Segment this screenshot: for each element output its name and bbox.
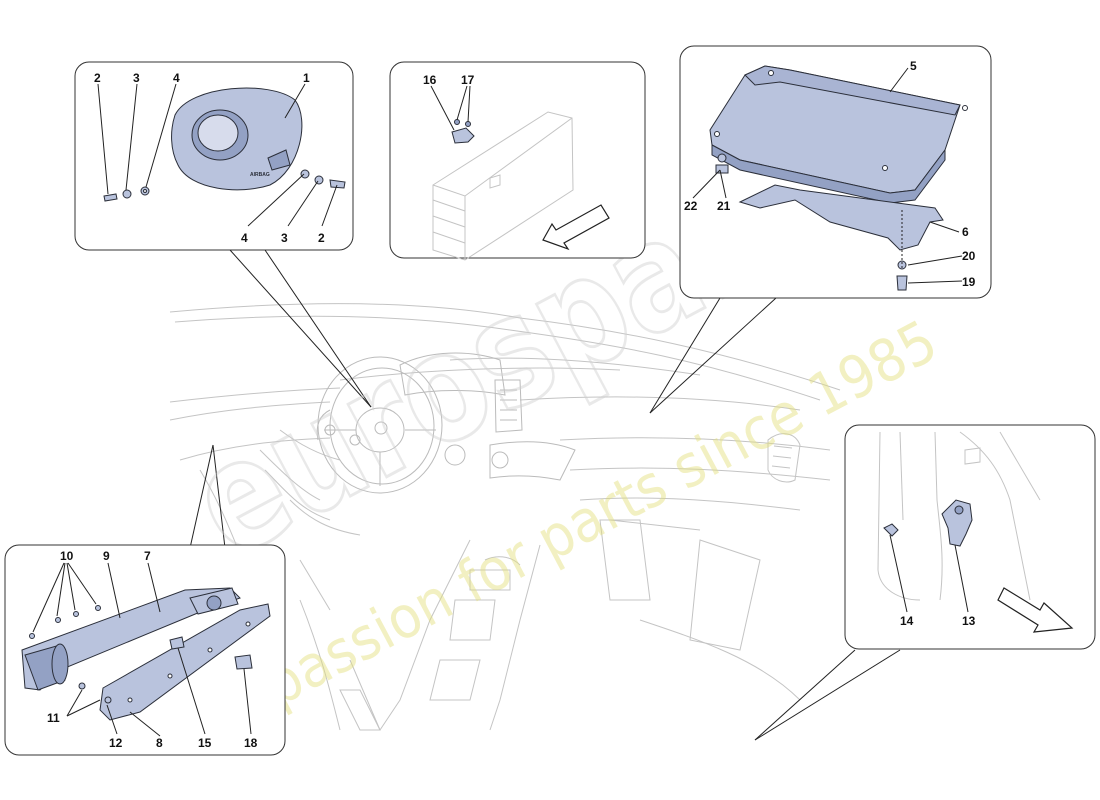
callout-17: 17 xyxy=(461,73,475,87)
panel-side-sensor: 14 13 xyxy=(844,424,1096,650)
panel-passenger-airbag: 5 22 21 6 20 19 xyxy=(679,45,992,299)
callout-3-right: 3 xyxy=(281,231,288,245)
side-impact-sensor xyxy=(941,499,973,547)
callout-13: 13 xyxy=(962,614,976,628)
callout-11: 11 xyxy=(47,711,60,725)
direction-arrow-icon-2 xyxy=(997,587,1074,633)
direction-arrow-icon xyxy=(542,204,610,251)
callout-22: 22 xyxy=(684,199,698,213)
callout-leaders xyxy=(189,249,901,741)
interior-sketch xyxy=(169,303,841,731)
callout-9: 9 xyxy=(103,549,110,563)
callout-2-left: 2 xyxy=(94,71,101,85)
callout-7: 7 xyxy=(144,549,151,563)
callout-14: 14 xyxy=(900,614,914,628)
callout-16: 16 xyxy=(423,73,437,87)
callout-6: 6 xyxy=(962,225,969,239)
curtain-airbag-cover xyxy=(99,603,271,721)
airbag-emblem: AIRBAG xyxy=(250,172,270,178)
callout-21: 21 xyxy=(717,199,731,213)
callout-15: 15 xyxy=(198,736,212,750)
callout-4-left: 4 xyxy=(173,71,180,85)
panel-crossbeam-sensor: 16 17 xyxy=(389,61,646,261)
callout-4-right: 4 xyxy=(241,231,248,245)
airbag-bracket xyxy=(738,184,944,251)
callout-20: 20 xyxy=(962,249,976,263)
callout-10: 10 xyxy=(60,549,74,563)
callout-5: 5 xyxy=(910,59,917,73)
callout-12: 12 xyxy=(109,736,123,750)
callout-3-left: 3 xyxy=(133,71,140,85)
panel-steering-airbag: AIRBAG 2 3 4 1 4 3 2 xyxy=(74,61,354,251)
panel-curtain-airbag: 10 9 7 11 12 8 15 18 xyxy=(4,544,286,756)
callout-19: 19 xyxy=(962,275,976,289)
callout-1: 1 xyxy=(303,71,310,85)
callout-18: 18 xyxy=(244,736,258,750)
callout-8: 8 xyxy=(156,736,163,750)
callout-2-right: 2 xyxy=(318,231,325,245)
